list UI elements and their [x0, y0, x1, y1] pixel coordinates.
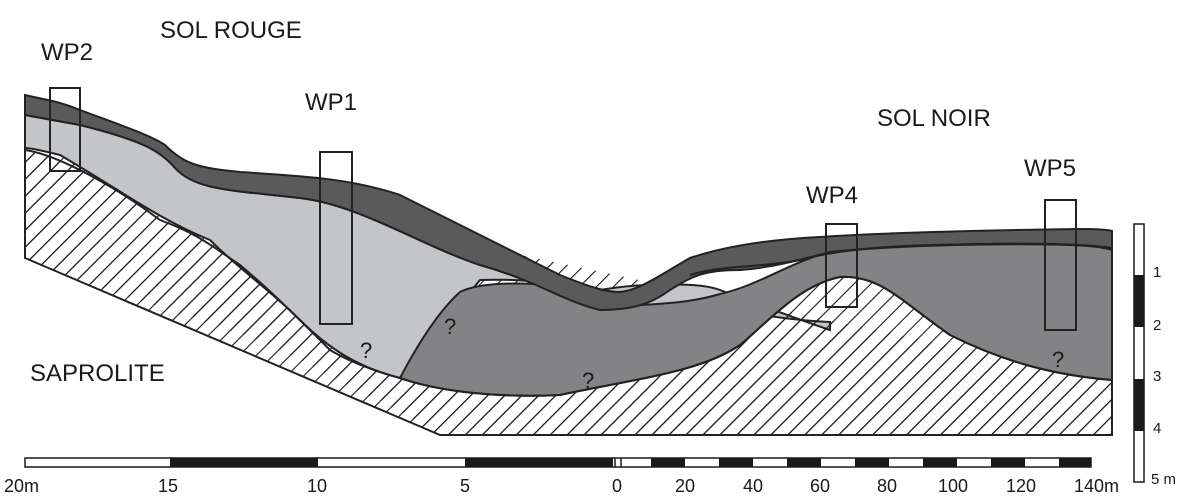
label-wp2: WP2	[41, 39, 93, 66]
uncertain-mark: ?	[444, 314, 456, 339]
topsoil-band	[24, 93, 1113, 312]
scale-tick: 1	[1153, 264, 1161, 281]
label-saprolite: SAPROLITE	[30, 360, 165, 387]
well-wp5	[1044, 199, 1077, 331]
uncertain-mark: ?	[360, 338, 372, 363]
scale-tick: 5	[460, 476, 470, 495]
label-wp4: WP4	[806, 182, 858, 209]
scale-tick: 20	[675, 476, 695, 495]
scale-tick: 4	[1153, 420, 1161, 437]
well-wp4	[825, 223, 858, 308]
label-sol-noir: SOL NOIR	[877, 105, 991, 132]
scale-tick: 10	[307, 476, 327, 495]
label-wp1: WP1	[305, 89, 357, 116]
scale-tick: 3	[1153, 368, 1161, 385]
scale-tick: 140m	[1074, 476, 1119, 495]
horizontal-scale-ticks: 20m 15 10 5 0 20 40 60 80 100 120 140m	[4, 476, 1119, 496]
scale-tick: 2	[1153, 317, 1161, 334]
label-wp5: WP5	[1024, 155, 1076, 182]
scale-tick: 5 m	[1151, 471, 1176, 488]
scale-tick: 60	[810, 476, 830, 495]
well-wp1	[319, 151, 353, 325]
scale-tick: 40	[743, 476, 763, 495]
scale-tick: 0	[612, 476, 622, 495]
scale-tick: 100	[938, 476, 968, 495]
horizontal-scale-bar	[24, 457, 1092, 468]
well-wp2	[49, 87, 81, 172]
uncertain-mark: ?	[582, 368, 594, 393]
vertical-scale-ticks: 1 2 3 4 5 m	[1151, 264, 1176, 488]
scale-tick: 120	[1006, 476, 1036, 495]
soil-boundary	[689, 242, 1113, 276]
label-sol-rouge: SOL ROUGE	[160, 17, 302, 44]
saprolite-upper	[24, 148, 1113, 436]
scale-tick: 20m	[4, 476, 39, 495]
scale-tick: 80	[877, 476, 897, 495]
vertical-scale-bar	[1133, 223, 1145, 483]
scale-tick: 15	[158, 476, 178, 495]
uncertain-mark: ?	[1052, 347, 1064, 372]
